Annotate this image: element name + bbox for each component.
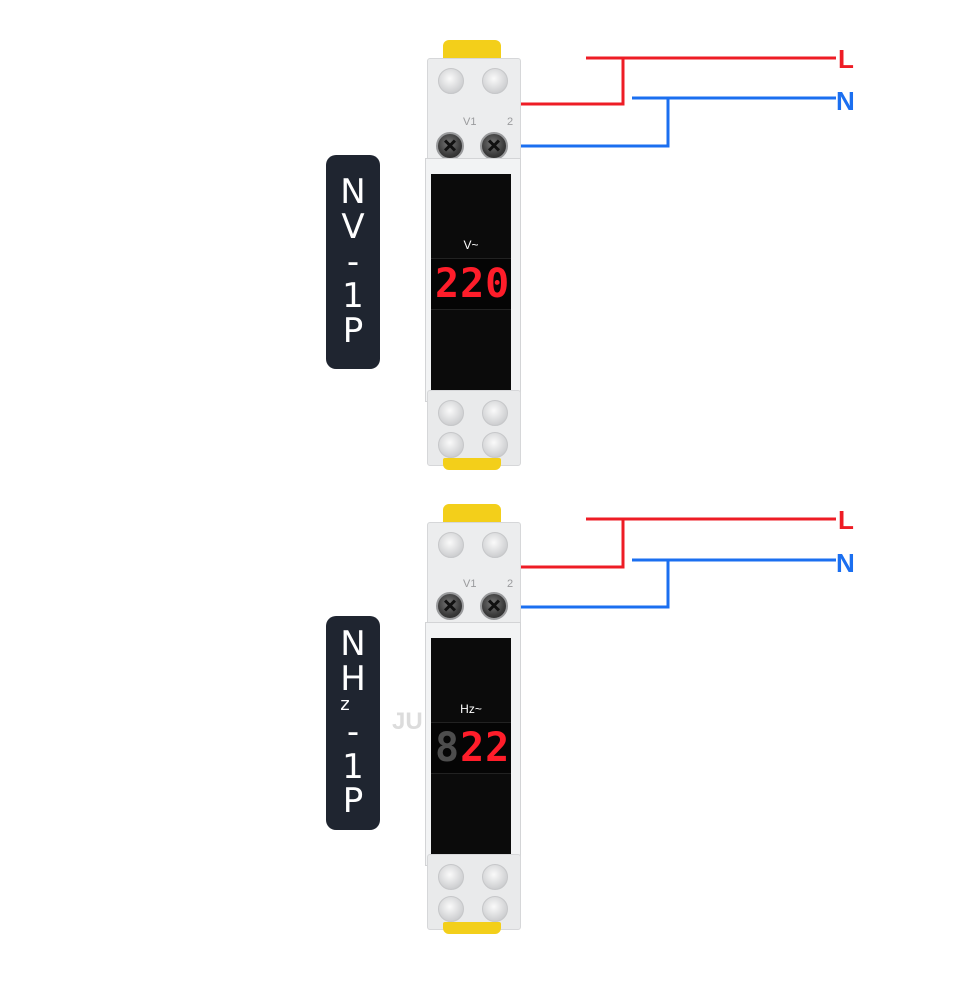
model-char: 1 bbox=[342, 746, 364, 787]
model-char: H bbox=[340, 658, 366, 699]
terminal-hole bbox=[438, 400, 464, 426]
led-readout: 822 bbox=[431, 722, 511, 774]
model-char: - bbox=[346, 241, 360, 282]
terminal-hole bbox=[482, 864, 508, 890]
terminal-label-v1: V1 bbox=[463, 578, 477, 590]
neutral-label: N bbox=[836, 548, 855, 578]
terminal-hole bbox=[482, 432, 508, 458]
led-digit-off: 8 bbox=[435, 725, 461, 771]
model-char: - bbox=[346, 711, 360, 752]
display-window: V~ 220 bbox=[431, 174, 511, 390]
model-char: V bbox=[341, 206, 365, 247]
terminal-hole bbox=[482, 896, 508, 922]
terminal-screw-v1[interactable] bbox=[436, 132, 464, 160]
rail-clip-bottom bbox=[443, 458, 501, 470]
display-window: Hz~ 822 bbox=[431, 638, 511, 854]
neutral-drop-wire bbox=[496, 560, 670, 609]
terminal-label-2: 2 bbox=[507, 116, 514, 128]
terminal-screw-2[interactable] bbox=[480, 592, 508, 620]
led-readout: 220 bbox=[431, 258, 511, 310]
model-char: P bbox=[342, 781, 364, 822]
terminal-hole bbox=[482, 400, 508, 426]
voltmeter-panel: L N N V - 1 P V1 2 V~ 220 bbox=[0, 0, 980, 480]
line-label: L bbox=[838, 44, 854, 74]
terminal-hole bbox=[482, 532, 508, 558]
din-rail-frequency-meter: V1 2 Hz~ 822 bbox=[425, 504, 521, 934]
rail-clip-bottom bbox=[443, 922, 501, 934]
terminal-hole bbox=[482, 68, 508, 94]
terminal-hole bbox=[438, 864, 464, 890]
led-digit-value: 22 bbox=[460, 725, 511, 771]
terminal-screw-v1[interactable] bbox=[436, 592, 464, 620]
terminal-screw-2[interactable] bbox=[480, 132, 508, 160]
neutral-label: N bbox=[836, 86, 855, 116]
terminal-hole bbox=[438, 432, 464, 458]
line-label: L bbox=[838, 505, 854, 535]
unit-label: V~ bbox=[463, 238, 479, 252]
terminal-hole bbox=[438, 68, 464, 94]
model-char: N bbox=[340, 624, 366, 665]
led-digits: 822 bbox=[435, 725, 511, 771]
model-badge: N V - 1 P bbox=[326, 155, 380, 369]
module-lower-body bbox=[427, 854, 521, 930]
terminal-hole bbox=[438, 896, 464, 922]
watermark: JU bbox=[392, 708, 423, 735]
led-digits: 220 bbox=[435, 261, 511, 307]
model-char-sub: z bbox=[340, 694, 350, 716]
model-char: P bbox=[342, 311, 364, 351]
module-lower-body bbox=[427, 390, 521, 466]
neutral-drop-wire bbox=[496, 98, 670, 148]
terminal-label-v1: V1 bbox=[463, 116, 477, 128]
din-rail-voltmeter: V1 2 V~ 220 bbox=[425, 40, 521, 470]
unit-label: Hz~ bbox=[460, 702, 482, 716]
model-char: N bbox=[340, 172, 366, 213]
terminal-label-2: 2 bbox=[507, 578, 514, 590]
terminal-hole bbox=[438, 532, 464, 558]
model-char: 1 bbox=[342, 276, 364, 317]
led-digit-value: 220 bbox=[435, 261, 511, 307]
